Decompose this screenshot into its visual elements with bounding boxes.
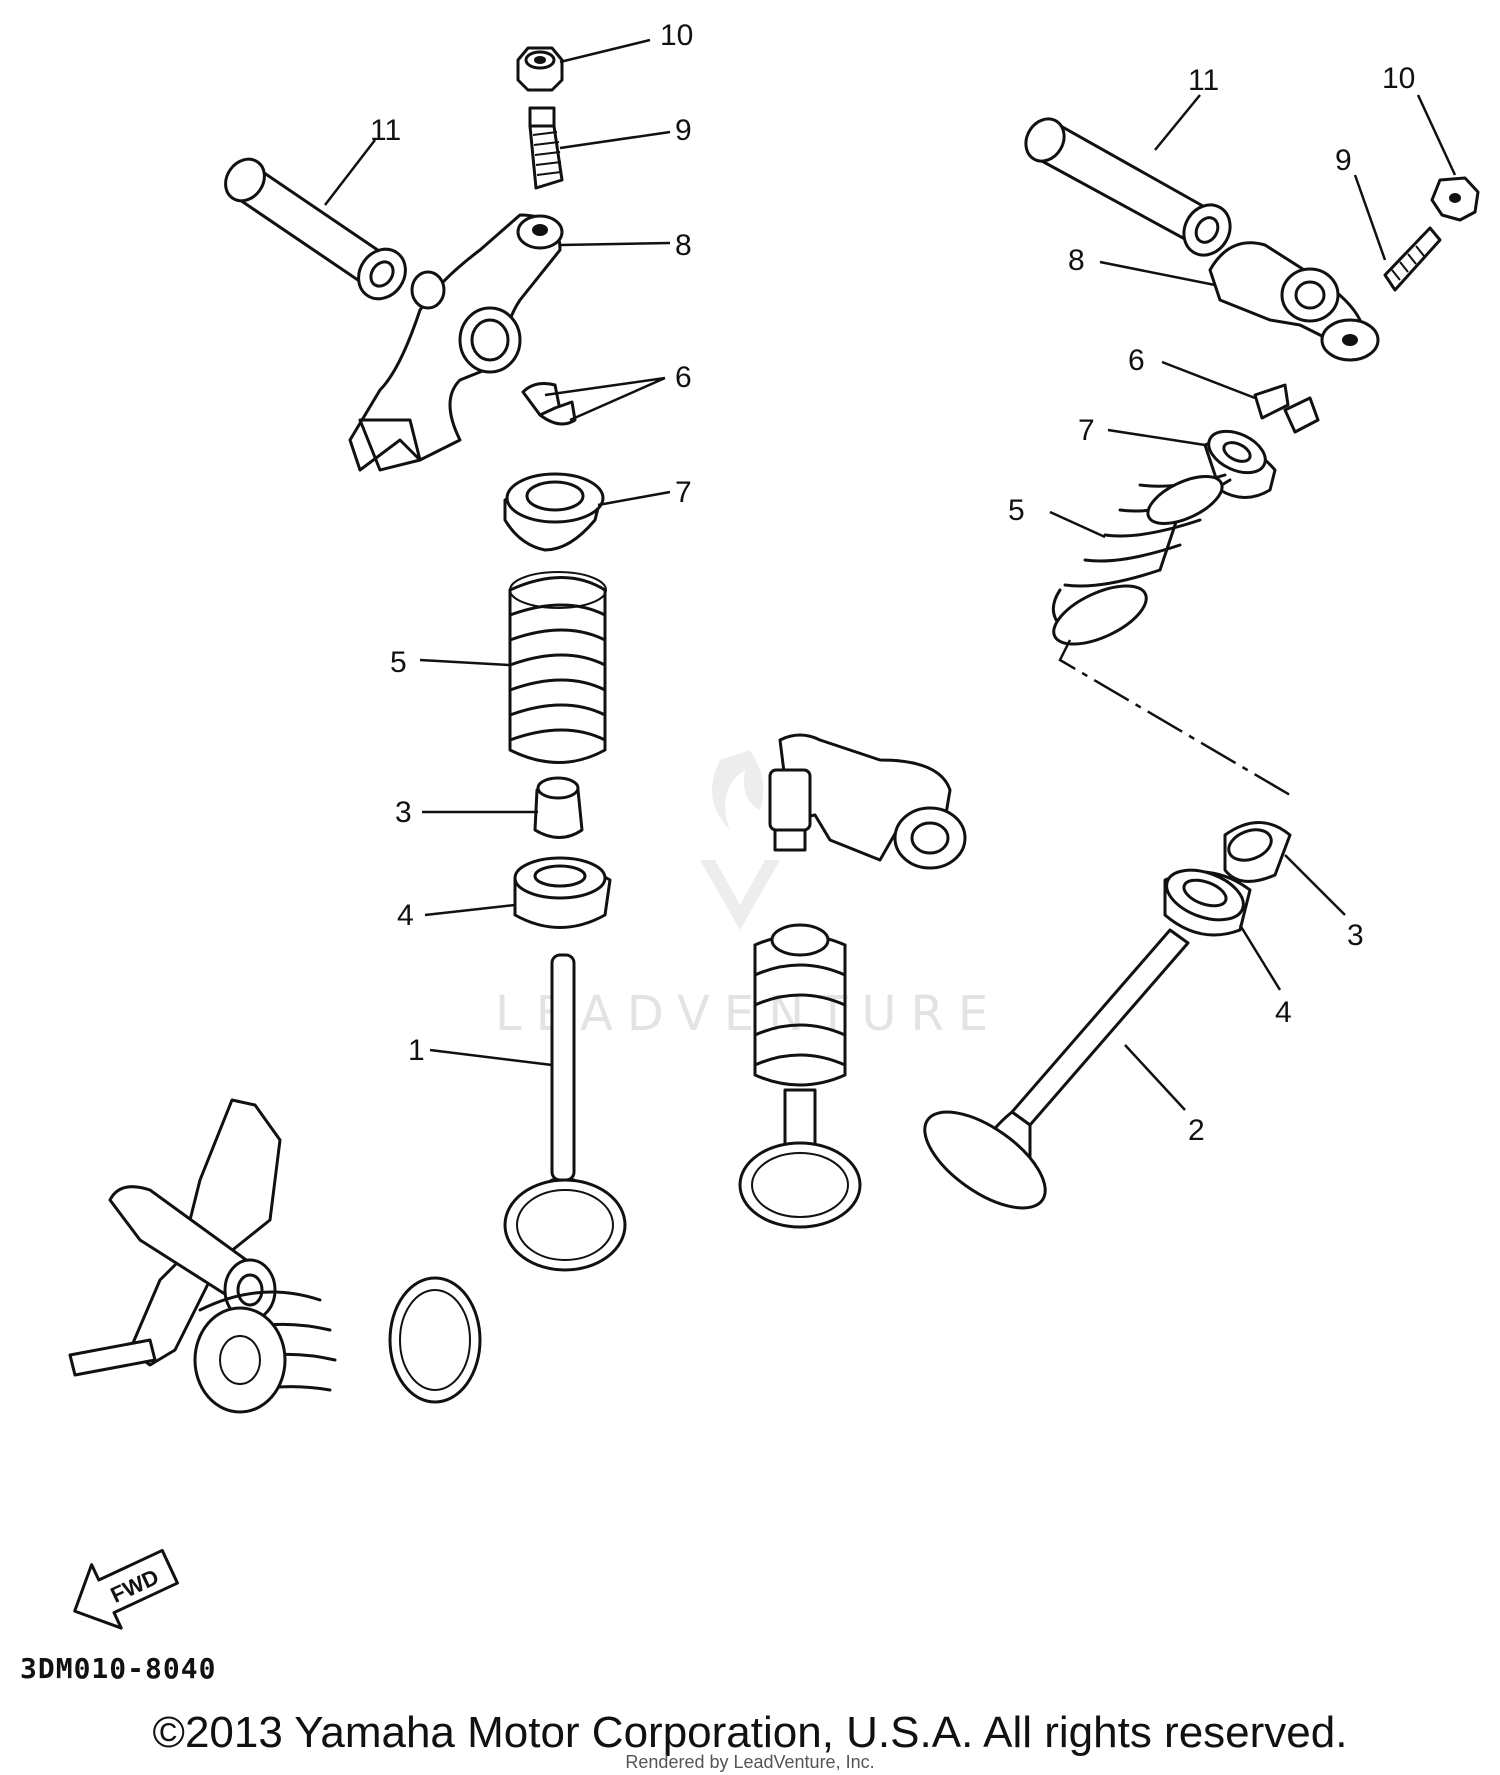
watermark-text: LEADVENTURE <box>495 986 1002 1042</box>
callout-9-right: 9 <box>1335 144 1352 177</box>
callout-7-left: 7 <box>675 476 692 509</box>
part-3-seal-right <box>1223 821 1292 883</box>
callout-9-left: 9 <box>675 114 692 147</box>
part-11-shaft-left <box>224 157 407 301</box>
callout-3-left: 3 <box>395 796 412 829</box>
copyright-notice: ©2013 Yamaha Motor Corporation, U.S.A. A… <box>152 1708 1348 1757</box>
callout-8-left: 8 <box>675 229 692 262</box>
callout-10-right: 10 <box>1382 62 1415 95</box>
callouts-left: 10 9 11 8 6 7 5 3 4 1 <box>370 19 693 1067</box>
callout-6-left: 6 <box>675 361 692 394</box>
part-8-rocker-arm-left <box>348 213 564 472</box>
part-4-seat-right <box>1163 868 1252 937</box>
part-9-adjuster-left <box>528 106 564 190</box>
callout-3-right: 3 <box>1347 919 1364 952</box>
part-6-collets-right <box>1253 383 1320 434</box>
fwd-arrow: FWD <box>73 1548 179 1630</box>
callout-11-right: 11 <box>1188 64 1219 97</box>
part-7-retainer-left <box>503 472 605 552</box>
part-9-adjuster-right <box>1383 226 1442 292</box>
callout-7-right: 7 <box>1078 414 1095 447</box>
part-10-nut-left <box>516 46 564 92</box>
part-1-valve-left <box>503 953 627 1272</box>
part-2-valve-right <box>923 928 1190 1210</box>
assembled-view-center <box>738 733 967 1229</box>
part-10-nut-right <box>1430 176 1480 222</box>
callout-5-right: 5 <box>1008 494 1025 527</box>
callout-8-right: 8 <box>1068 244 1085 277</box>
part-5-spring-right <box>1051 473 1232 646</box>
part-4-seat-left <box>513 856 612 929</box>
part-3-seal-left <box>533 776 584 839</box>
alignment-line-right <box>1058 639 1291 797</box>
leader-lines <box>324 38 1457 1111</box>
callout-1-left: 1 <box>408 1034 425 1067</box>
callout-6-right: 6 <box>1128 344 1145 377</box>
callouts-right: 11 10 9 8 6 7 5 3 4 2 <box>1008 62 1415 1147</box>
part-8-rocker-arm-right <box>1208 241 1380 362</box>
callout-4-left: 4 <box>397 899 414 932</box>
rendered-by-notice: Rendered by LeadVenture, Inc. <box>625 1752 875 1772</box>
callout-2-right: 2 <box>1188 1114 1205 1147</box>
callout-10-left: 10 <box>660 19 693 52</box>
diagram-code: 3DM010-8040 <box>20 1652 217 1685</box>
callout-11-left: 11 <box>370 114 401 147</box>
part-6-collets-left <box>521 382 577 426</box>
callout-5-left: 5 <box>390 646 407 679</box>
part-5-spring-left <box>508 571 607 764</box>
part-11-shaft-right <box>1024 117 1232 257</box>
assembled-view-bottom-left <box>68 1098 482 1414</box>
watermark: LEADVENTURE <box>495 750 1002 1042</box>
callout-4-right: 4 <box>1275 996 1292 1029</box>
